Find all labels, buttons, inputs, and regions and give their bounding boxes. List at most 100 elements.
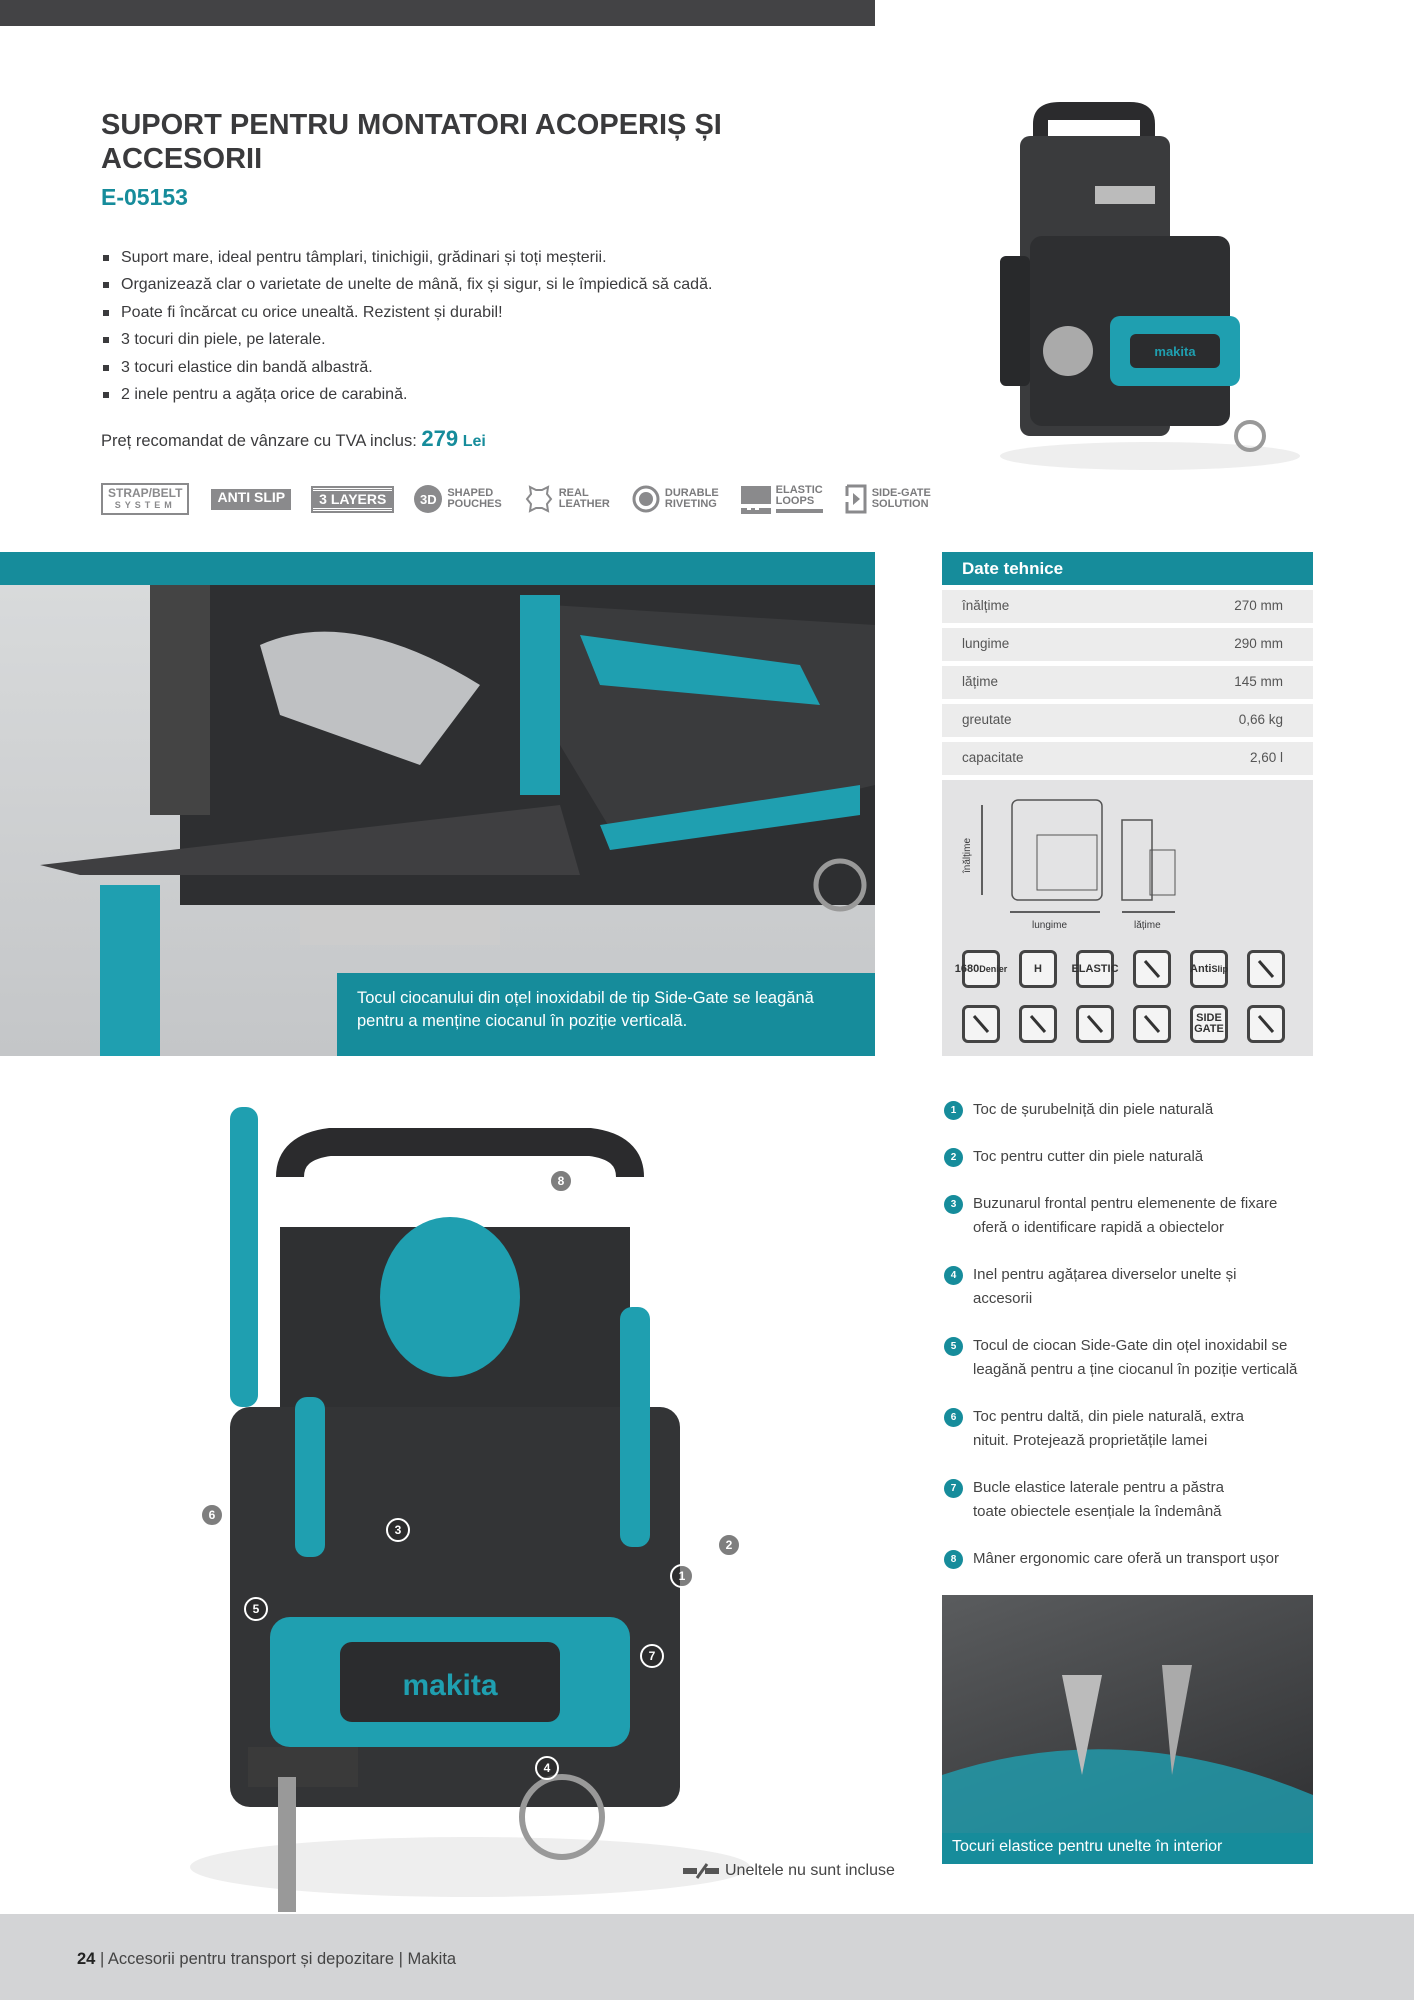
callout-marker: 6 bbox=[200, 1503, 224, 1527]
feature-label: STRAP/BELT bbox=[108, 486, 183, 500]
feature-label: POUCHES bbox=[447, 498, 502, 510]
screwdriver-icon bbox=[1247, 950, 1285, 988]
spec-label: capacitate bbox=[962, 750, 1024, 765]
section-band bbox=[0, 552, 875, 585]
icon-label: SIDE GATE bbox=[1194, 1012, 1224, 1035]
feature-label: LOOPS bbox=[775, 495, 815, 507]
list-item-text: Bucle elastice laterale pentru a păstra … bbox=[973, 1479, 1224, 1520]
tools-excluded-icon bbox=[683, 1863, 719, 1879]
spec-value: 2,60 l bbox=[1249, 750, 1283, 765]
spec-row: greutate 0,66 kg bbox=[942, 704, 1313, 737]
makita-logo: makita bbox=[1154, 344, 1196, 359]
spec-value: 290 mm bbox=[1234, 636, 1283, 651]
feature-badge: 3D bbox=[414, 485, 443, 513]
number-badge: 5 bbox=[944, 1337, 963, 1356]
list-item-text: Toc pentru cutter din piele naturală bbox=[973, 1148, 1204, 1165]
bullet-item: 2 inele pentru a agăța orice de carabină… bbox=[101, 381, 712, 408]
bullet-item: Suport mare, ideal pentru tâmplari, tini… bbox=[101, 244, 712, 271]
callout-marker: 4 bbox=[535, 1756, 559, 1780]
spec-row: înălțime 270 mm bbox=[942, 590, 1313, 623]
footer-text: 24 | Accesorii pentru transport și depoz… bbox=[77, 1950, 457, 1968]
chisel-icon bbox=[1133, 1005, 1171, 1043]
number-badge: 2 bbox=[944, 1148, 963, 1167]
spec-label: lățime bbox=[962, 674, 999, 689]
footer-brand: Makita bbox=[407, 1950, 457, 1968]
three-layers-icon: 3 LAYERS bbox=[311, 485, 395, 513]
spec-label: înălțime bbox=[962, 598, 1010, 613]
number-badge: 3 bbox=[944, 1195, 963, 1214]
feature-label: SHAPED bbox=[447, 487, 494, 499]
spec-row: capacitate 2,60 l bbox=[942, 742, 1313, 775]
fastener-icon bbox=[1247, 1005, 1285, 1043]
spec-row: lățime 145 mm bbox=[942, 666, 1313, 699]
cutter-icon bbox=[1019, 1005, 1057, 1043]
spec-label: greutate bbox=[962, 712, 1012, 727]
number-badge: 8 bbox=[944, 1550, 963, 1569]
price-line: Preț recomandat de vânzare cu TVA inclus… bbox=[101, 426, 486, 452]
callout-marker: 1 bbox=[670, 1564, 694, 1588]
list-item-text: Toc pentru daltă, din piele naturală, ex… bbox=[973, 1408, 1245, 1449]
interior-loops-photo bbox=[942, 1595, 1313, 1864]
number-badge: 7 bbox=[944, 1479, 963, 1498]
main-product-photo: makita 8 3 6 5 1 2 7 4 bbox=[140, 1097, 780, 1912]
feature-label: REAL bbox=[558, 487, 589, 499]
callout-marker: 3 bbox=[386, 1518, 410, 1542]
spec-value: 145 mm bbox=[1234, 674, 1283, 689]
icon-label: 1680 bbox=[954, 962, 980, 975]
tape-measure-icon bbox=[962, 1005, 1000, 1043]
leather-icon: H bbox=[1019, 950, 1057, 988]
feature-bullets: Suport mare, ideal pentru tâmplari, tini… bbox=[101, 244, 712, 408]
hammer-holder-caption: Tocul ciocanului din oțel inoxidabil de … bbox=[337, 973, 875, 1056]
icon-label: Denier bbox=[979, 963, 1008, 974]
not-included-text: Uneltele nu sunt incluse bbox=[725, 1862, 895, 1879]
length-label: lungime bbox=[1032, 920, 1068, 931]
callout-marker: 2 bbox=[717, 1533, 741, 1557]
list-item-text: Inel pentru agățarea diverselor unelte ș… bbox=[973, 1266, 1237, 1307]
spec-value: 270 mm bbox=[1234, 598, 1283, 613]
callout-marker: 5 bbox=[244, 1597, 268, 1621]
feature-label: LAYERS bbox=[330, 490, 387, 507]
footer-section: Accesorii pentru transport și depozitare bbox=[107, 1950, 395, 1968]
handle-icon bbox=[1133, 950, 1171, 988]
bullet-item: Poate fi încărcat cu orice unealtă. Rezi… bbox=[101, 299, 712, 326]
feature-label: SIDE-GATE bbox=[871, 487, 931, 499]
icon-label: Slip bbox=[1211, 963, 1228, 974]
feature-label: SYSTEM bbox=[114, 500, 176, 510]
feature-label: SOLUTION bbox=[871, 498, 929, 510]
callout-marker: 7 bbox=[640, 1644, 664, 1668]
spec-value: 0,66 kg bbox=[1238, 712, 1283, 727]
footer-bar bbox=[0, 1914, 1414, 2000]
list-item-text: Toc de șurubelniță din piele naturală bbox=[973, 1101, 1214, 1118]
list-item: 2 Toc pentru cutter din piele naturală bbox=[944, 1145, 1324, 1169]
callout-marker: 8 bbox=[549, 1169, 573, 1193]
bullet-item: 3 tocuri din piele, pe laterale. bbox=[101, 326, 712, 353]
list-item: 7 Bucle elastice laterale pentru a păstra… bbox=[944, 1476, 1244, 1524]
technical-data-title: Date tehnice bbox=[942, 552, 1313, 585]
feature-label: ANTI SLIP bbox=[211, 488, 292, 510]
product-image: makita bbox=[1000, 102, 1300, 470]
list-item-text: Mâner ergonomic care oferă un transport … bbox=[973, 1550, 1279, 1567]
list-item-text: Tocul de ciocan Side-Gate din oțel inoxi… bbox=[973, 1337, 1298, 1378]
feature-label: RIVETING bbox=[664, 498, 717, 510]
list-item-text: Buzunarul frontal pentru elemenente de f… bbox=[973, 1195, 1278, 1236]
feature-label: LEATHER bbox=[558, 498, 610, 510]
numbered-features-list: 1 Toc de șurubelniță din piele naturală 2… bbox=[944, 1098, 1324, 1594]
icon-label: H bbox=[1034, 962, 1042, 975]
height-label: înălțime bbox=[962, 837, 974, 874]
interior-loops-caption: Tocuri elastice pentru unelte în interio… bbox=[942, 1833, 1313, 1864]
number-badge: 1 bbox=[944, 1101, 963, 1120]
pliers-icon bbox=[1076, 1005, 1114, 1043]
feature-label: ELASTIC bbox=[775, 484, 823, 496]
page-number: 24 bbox=[77, 1950, 96, 1968]
